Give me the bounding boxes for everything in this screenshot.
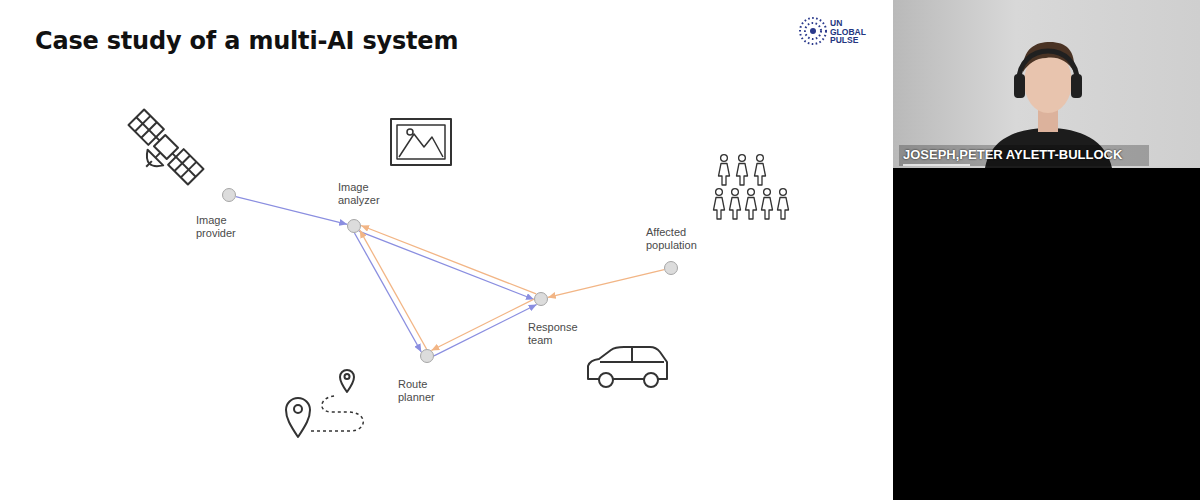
flow-arrow [361,226,536,294]
node-label: Image provider [196,214,254,240]
car-window-line [631,348,633,362]
satellite-dish [142,150,164,172]
sun-shape [407,129,413,135]
node-label: Affected population [646,226,704,252]
logo-ring [805,23,821,39]
logo-dot [810,28,816,34]
map-pin-hole [345,374,350,379]
image-frame [391,119,451,165]
flow-arrow [359,231,534,299]
headphone-band [1019,51,1077,84]
solar-panel [129,110,164,145]
node-label: Route planner [398,378,456,404]
person-figure [719,155,730,185]
person-figure [714,189,725,219]
name-underline [903,164,970,166]
person-figure [746,189,757,219]
people-icon [714,155,789,219]
panel-arm [172,153,176,157]
node-label: Response team [528,321,586,347]
satellite-body [154,135,178,159]
speaker-name: JOSEPH,PETER AYLETT-BULLOCK [903,147,1122,163]
map-pin [340,370,354,392]
headphone-cup [1014,74,1025,98]
panel-grid [176,157,196,177]
flow-arrow [236,197,347,225]
car-wheel [599,373,613,387]
name-bar [899,145,1149,166]
mountain-shape [399,134,443,157]
webcam-background [893,0,1200,168]
agent-node: Route planner [420,349,434,363]
solar-panel [168,149,203,184]
webcam-panel [893,0,1200,500]
route-path [311,396,363,431]
flow-arrow [360,230,427,349]
car-icon [588,347,667,387]
map-pin [286,398,310,437]
node-label: Image analyzer [338,181,396,207]
slide-title: Case study of a multi-AI system [35,27,458,55]
agent-node: Response team [534,292,548,306]
map-pin-hole [294,405,302,413]
satellite-icon [117,110,204,197]
person-figure [778,189,789,219]
logo-text: UN GLOBAL PULSE [830,19,868,45]
route-icon [286,370,363,437]
agent-node: Affected population [664,261,678,275]
panel-arm [156,137,160,141]
headphone-cup [1071,74,1082,98]
person-figure [762,189,773,219]
flow-arrow [354,233,421,352]
image-inner-frame [397,125,445,159]
logo-mark [800,18,826,44]
dish-antenna [146,161,152,167]
person-figure [755,155,766,185]
person-figure [737,155,748,185]
panel-grid [136,117,156,137]
flow-arrow [434,305,537,356]
flow-arrow [431,299,534,350]
flow-arrow [548,270,664,298]
car-wheel [644,373,658,387]
dish-arm [155,153,160,158]
person-figure [730,189,741,219]
logo-ring [800,18,826,44]
image-icon [391,119,451,165]
agent-node: Image provider [222,188,236,202]
black-area [893,168,1200,500]
agent-node: Image analyzer [347,219,361,233]
